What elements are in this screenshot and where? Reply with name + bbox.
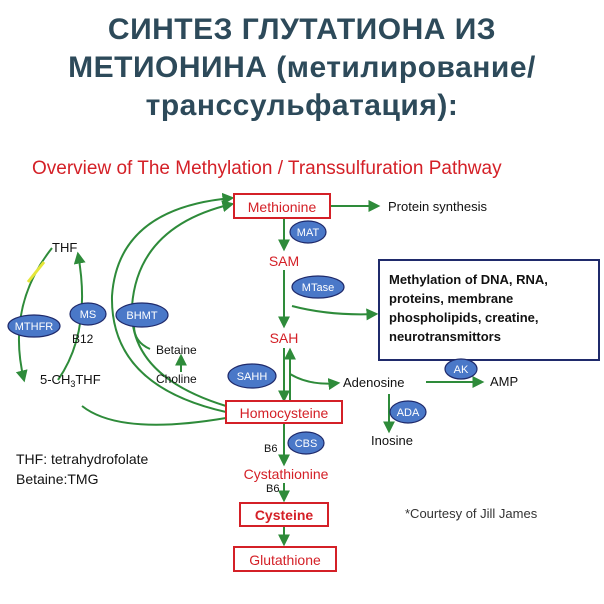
page-title-line-2: МЕТИОНИНА (метилирование/: [68, 51, 536, 84]
methylation-line-1: Methylation of DNA, RNA,: [389, 272, 548, 287]
cbs-label: CBS: [295, 438, 318, 450]
ak-enzyme: [444, 358, 478, 380]
sah-label: SAH: [270, 330, 299, 346]
b6-label-2: B6: [266, 483, 279, 495]
page-title-line-3: трансcульфатация):: [145, 89, 459, 122]
sam-label: SAM: [269, 253, 299, 269]
homocysteine-label: Homocysteine: [240, 405, 329, 421]
adenosine-label: Adenosine: [343, 375, 404, 390]
diagram-title: Overview of The Methylation / Transsulfu…: [32, 158, 502, 179]
choline-label: Choline: [156, 372, 197, 386]
inosine-label: Inosine: [371, 433, 413, 448]
mthfr-enzyme: [7, 314, 61, 338]
methylation-targets-box: [378, 259, 600, 361]
mtase-label: MTase: [302, 282, 334, 294]
thf-label: THF: [52, 240, 77, 255]
protein-synthesis-label: Protein synthesis: [388, 199, 487, 214]
ada-enzyme: [389, 400, 427, 424]
ada-label: ADA: [397, 407, 420, 419]
mtase-enzyme: [291, 275, 345, 299]
sahh-label: SAHH: [237, 371, 268, 383]
pathway-diagram: Overview of The Methylation / Transsulfu…: [7, 158, 600, 572]
mat-label: MAT: [297, 227, 320, 239]
cbs-enzyme: [287, 431, 325, 455]
arrow-adenosine: [289, 373, 341, 390]
cystathionine-label: Cystathionine: [244, 466, 329, 482]
bhmt-enzyme: [115, 302, 169, 328]
mat-enzyme: [289, 220, 327, 244]
highlight-mark: [26, 261, 46, 283]
arc-remethylation-ms: [110, 192, 235, 413]
betaine-label: Betaine: [156, 343, 197, 357]
cysteine-label: Cysteine: [255, 507, 314, 523]
methionine-box: [233, 193, 331, 219]
enzymes: MAT MTase SAHH CBS AK ADA MS MTHFR BHMT: [7, 220, 478, 455]
glutathione-box: [233, 546, 337, 572]
cysteine-box: [239, 502, 329, 527]
b6-label-1: B6: [264, 443, 277, 455]
legend-thf: THF: tetrahydrofolate: [16, 451, 148, 467]
sahh-enzyme: [227, 363, 277, 389]
arc-thf-to-ch3thf: [15, 247, 53, 383]
homocysteine-box: [225, 400, 343, 424]
pathway-panel: Overview of The Methylation / Transsulfu…: [0, 136, 604, 604]
methylation-line-3: phospholipids, creatine,: [389, 310, 539, 325]
ms-enzyme: [69, 302, 107, 326]
ch3thf-label: 5-CH3THF: [40, 372, 101, 389]
amp-label: AMP: [490, 374, 518, 389]
arrow-sam-methylation: [291, 305, 379, 321]
glutathione-label: Glutathione: [249, 552, 321, 568]
arc-homocysteine-left: [81, 405, 227, 426]
page-title-line-1: СИНТЕЗ ГЛУТАТИОНА ИЗ: [107, 13, 497, 46]
credit-text: *Courtesy of Jill James: [405, 506, 538, 521]
ak-label: AK: [454, 364, 469, 376]
methylation-line-4: neurotransmittors: [389, 329, 501, 344]
methionine-label: Methionine: [248, 199, 317, 215]
legend-betaine: Betaine:TMG: [16, 471, 98, 487]
ms-label: MS: [80, 309, 97, 321]
methylation-line-2: proteins, membrane: [389, 291, 513, 306]
page-title: СИНТЕЗ ГЛУТАТИОНА ИЗ МЕТИОНИНА (метилиро…: [0, 0, 604, 136]
b12-label: B12: [72, 332, 94, 346]
line-betaine-bhmt: [133, 325, 151, 350]
bhmt-label: BHMT: [126, 310, 157, 322]
mthfr-label: MTHFR: [15, 321, 54, 333]
